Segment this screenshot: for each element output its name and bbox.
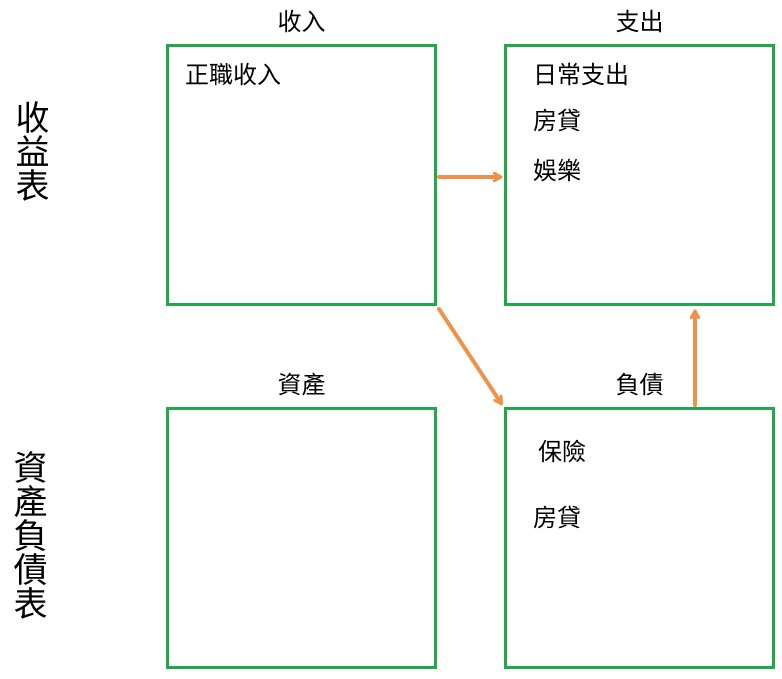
assets-box-title: 資產 — [277, 371, 326, 399]
income-box — [166, 44, 437, 306]
income-item: 正職收入 — [185, 61, 281, 89]
expense-item: 房貸 — [533, 107, 581, 135]
liability-item: 保險 — [538, 438, 586, 466]
liabilities-box — [504, 407, 775, 669]
liability-item: 房貸 — [533, 504, 581, 532]
expense-box-title: 支出 — [615, 8, 664, 36]
liabilities-box-title: 負債 — [615, 371, 664, 399]
assets-box — [166, 407, 437, 669]
balance-sheet-label: 資產負債表 — [7, 450, 47, 620]
expense-box — [504, 44, 775, 306]
income-statement-label: 收益表 — [9, 100, 49, 202]
expense-item: 日常支出 — [533, 61, 629, 89]
income-to-liabilities-arrow — [437, 307, 501, 403]
expense-item: 娛樂 — [533, 157, 581, 185]
income-box-title: 收入 — [277, 8, 326, 36]
